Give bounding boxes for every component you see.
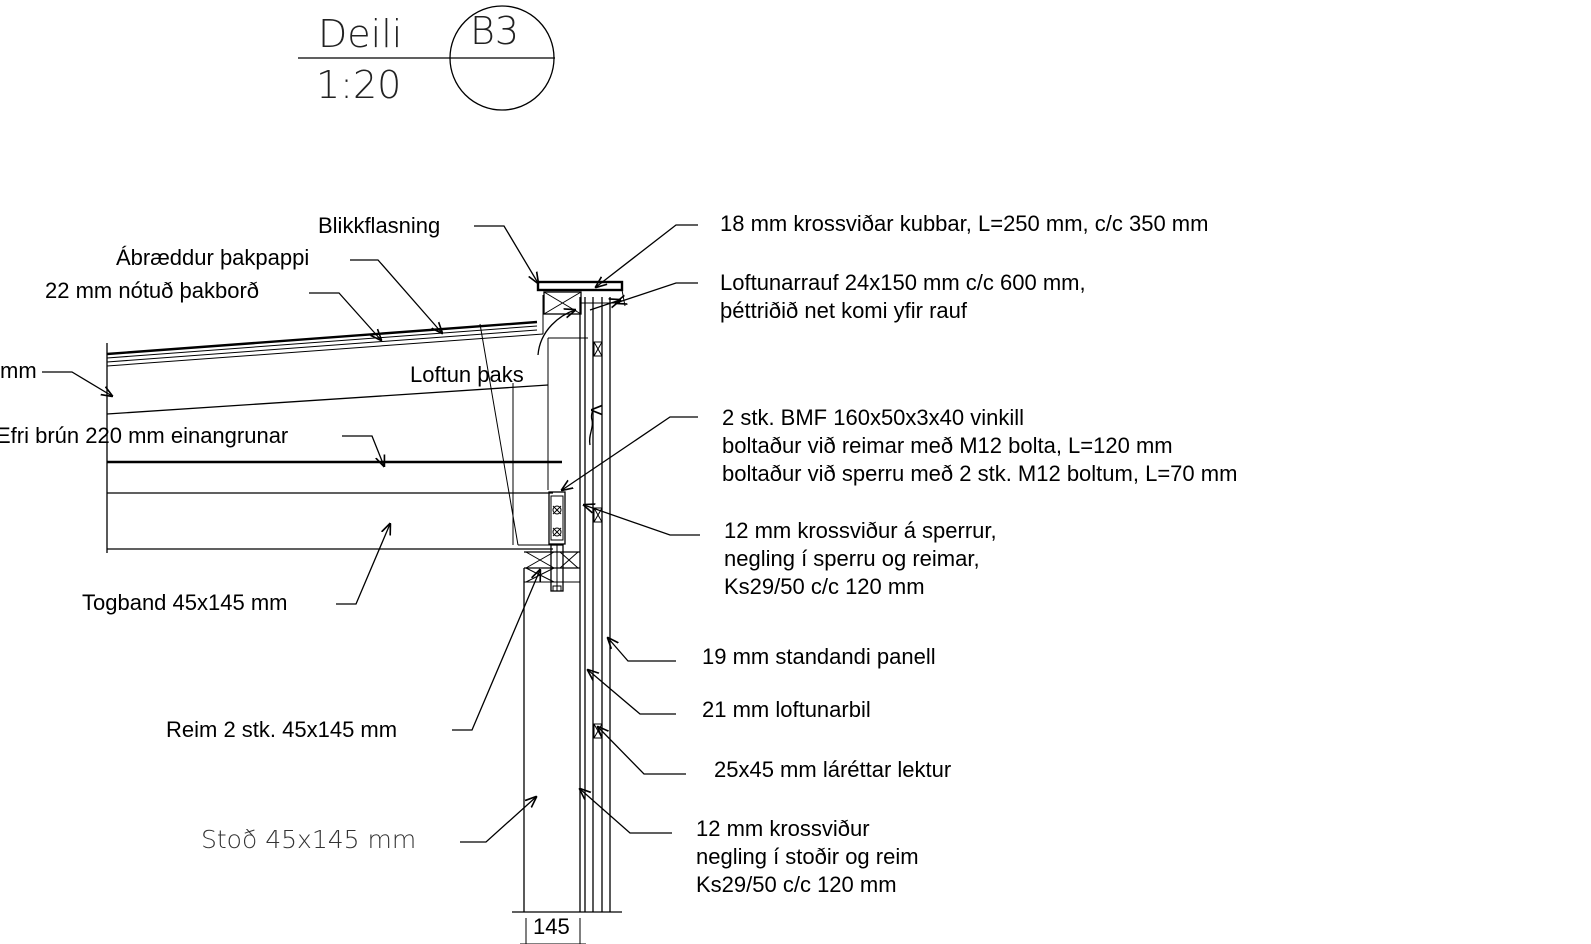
dim-145-text: 145 [533, 914, 570, 939]
eave-top [536, 280, 626, 315]
label-krossvidur-2c: Ks29/50 c/c 120 mm [696, 872, 897, 897]
label-panell: 19 mm standandi panell [702, 644, 936, 669]
detail-circle [449, 5, 555, 111]
wall-plate [524, 551, 580, 583]
leader-lines [42, 224, 700, 843]
roofing-felt-layer [106, 320, 538, 356]
flashing [536, 280, 624, 292]
label-bmf-1: 2 stk. BMF 160x50x3x40 vinkill [722, 405, 1024, 430]
title-scale: 1:20 [316, 63, 401, 107]
title-name: Deili [318, 12, 402, 56]
rafter-lower-edge [106, 384, 549, 415]
label-krossvidur-1a: 12 mm krossviður á sperrur, [724, 518, 997, 543]
title-block: Deili 1:20 B3 [298, 5, 555, 111]
label-rauf-2: þéttriðið net komi yfir rauf [720, 298, 968, 323]
label-krossvidur-2b: negling í stoðir og reim [696, 844, 919, 869]
label-bmf-2: boltaður við reimar með M12 bolta, L=120… [722, 433, 1173, 458]
title-id: B3 [470, 9, 519, 53]
dimension-145: 145 [520, 914, 586, 944]
label-togband: Togband 45x145 mm [82, 590, 287, 615]
label-efri-brun: Efri brún 220 mm einangrunar [0, 423, 288, 448]
label-reim: Reim 2 stk. 45x145 mm [166, 717, 397, 742]
roof-structure [106, 295, 588, 553]
label-loftunarbil: 21 mm loftunarbil [702, 697, 871, 722]
label-krossvidur-2a: 12 mm krossviður [696, 816, 870, 841]
angle-bracket [548, 491, 566, 592]
label-blikkflasning: Blikkflasning [318, 213, 440, 238]
label-rauf-1: Loftunarrauf 24x150 mm c/c 600 mm, [720, 270, 1086, 295]
label-krossvidur-1b: negling í sperru og reimar, [724, 546, 980, 571]
label-stod: Stoð 45x145 mm [201, 825, 416, 854]
label-thakbord: 22 mm nótuð þakborð [45, 278, 259, 303]
label-kubbar: 18 mm krossviðar kubbar, L=250 mm, c/c 3… [720, 211, 1208, 236]
label-thakpappi: Ábræddur þakpappi [116, 245, 309, 270]
labels: Blikkflasning Ábræddur þakpappi 22 mm nó… [0, 211, 1237, 897]
label-loftun-thaks: Loftun þaks [410, 362, 524, 387]
label-krossvidur-1c: Ks29/50 c/c 120 mm [724, 574, 925, 599]
airflow-arrows [537, 300, 620, 446]
wall-structure [512, 297, 622, 913]
label-lektur: 25x45 mm láréttar lektur [714, 757, 951, 782]
label-mm-cut: mm [0, 358, 37, 383]
label-bmf-3: boltaður við sperru með 2 stk. M12 boltu… [722, 461, 1237, 486]
